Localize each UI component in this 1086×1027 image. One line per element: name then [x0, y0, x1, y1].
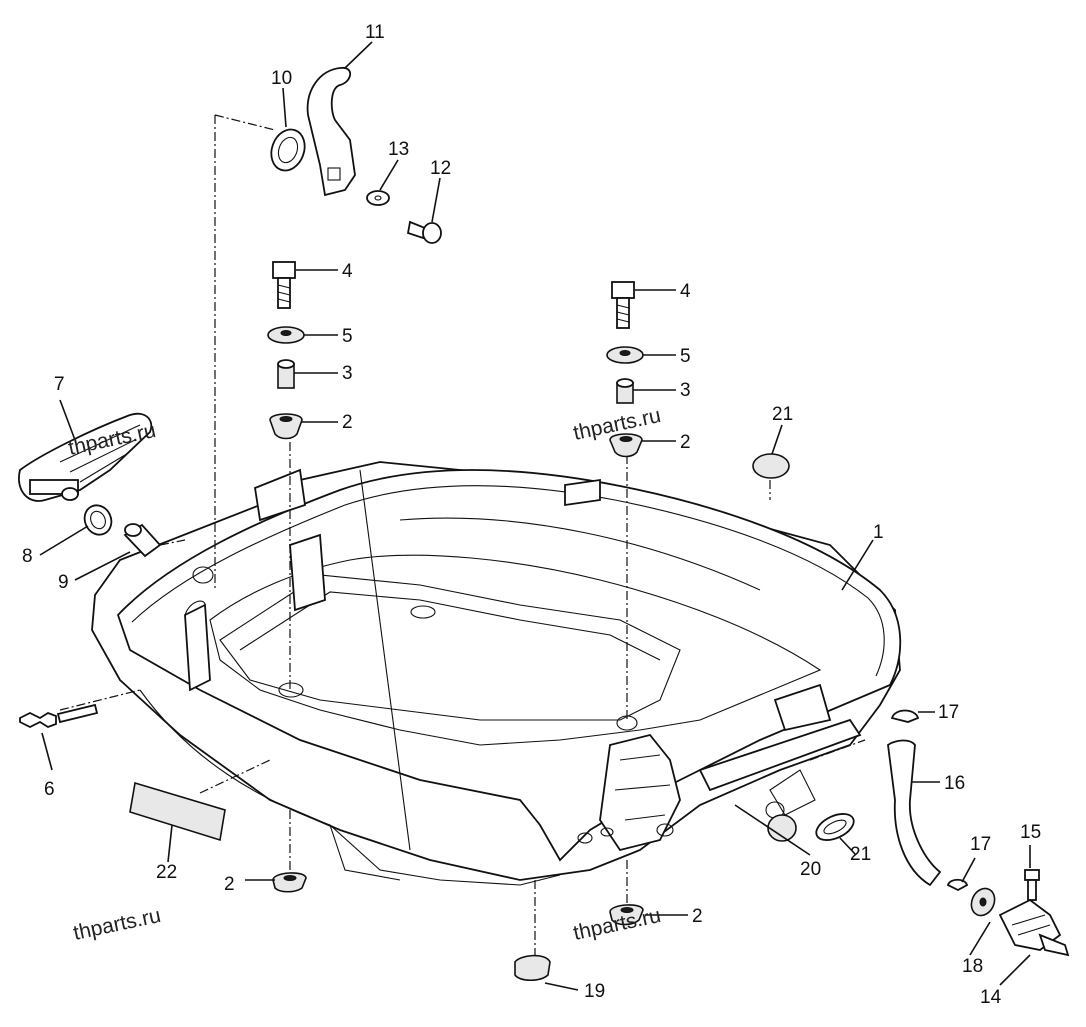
watermark-bottom-left: thparts.ru	[71, 904, 163, 945]
handle-lever	[18, 412, 153, 502]
callout-2-lower-left: 2	[224, 874, 235, 895]
bottom-cowling	[91, 461, 902, 886]
callout-7: 7	[54, 374, 65, 395]
hose-fitting-6	[19, 703, 99, 729]
callout-20: 20	[800, 859, 821, 880]
hose-clip-bottom	[946, 878, 969, 892]
sleeve-9	[123, 523, 162, 558]
callout-17-top: 17	[938, 702, 959, 723]
decal-22	[129, 781, 226, 842]
callout-9: 9	[58, 572, 69, 593]
alignment-lines	[59, 114, 866, 955]
washer-13	[366, 190, 390, 206]
callout-19: 19	[584, 981, 605, 1002]
callout-16: 16	[944, 773, 965, 794]
callout-14: 14	[980, 987, 1002, 1008]
callout-3-right: 3	[680, 380, 691, 401]
grommet-right	[609, 433, 643, 458]
callout-4-right: 4	[680, 281, 691, 302]
washer-left	[267, 326, 305, 344]
callout-4-left: 4	[342, 261, 353, 282]
callout-12: 12	[430, 158, 451, 179]
fuel-hose-16	[887, 739, 942, 887]
callout-17-bottom: 17	[970, 834, 991, 855]
grommet-lower-left	[272, 872, 307, 893]
bolt-right	[611, 281, 635, 329]
grommet-ring	[270, 128, 306, 172]
screw-15	[1024, 869, 1040, 901]
callout-21-top: 21	[772, 404, 793, 425]
collar-right	[616, 378, 634, 404]
screw-12	[406, 220, 442, 244]
callout-2-right: 2	[680, 432, 691, 453]
callout-labels: 1 2 2 2 2 3 3 4 4 5 5 6 7 8 9 10 11 12 1…	[22, 22, 1041, 1008]
oval-grommet-21	[815, 813, 855, 841]
bushing-8	[83, 504, 113, 536]
bolt-left	[272, 261, 296, 309]
callout-15: 15	[1020, 822, 1041, 843]
collar-left	[277, 359, 295, 389]
callout-5-right: 5	[680, 346, 691, 367]
hose-clip-top	[890, 709, 920, 723]
callout-1: 1	[873, 522, 884, 543]
plug-21-top	[752, 453, 790, 479]
callout-2-lower-right: 2	[692, 906, 703, 927]
callout-10: 10	[271, 68, 292, 89]
callout-3-left: 3	[342, 363, 353, 384]
callout-21-lower: 21	[850, 844, 871, 865]
hook-bracket	[306, 67, 356, 197]
callout-8: 8	[22, 546, 33, 567]
grommet-lower-right	[609, 904, 644, 926]
callout-6: 6	[44, 779, 55, 800]
fuel-connector-14	[998, 898, 1070, 957]
callout-5-left: 5	[342, 326, 353, 347]
washer-right	[606, 346, 644, 364]
callout-11: 11	[365, 22, 385, 43]
callout-2-left: 2	[342, 412, 353, 433]
callout-18: 18	[962, 956, 983, 977]
washer-18	[970, 887, 996, 917]
leader-lines	[39, 41, 1031, 991]
callout-13: 13	[388, 139, 409, 160]
plug-20	[767, 814, 797, 842]
grommet-left	[269, 413, 303, 440]
pad-19	[514, 954, 551, 982]
callout-22: 22	[156, 862, 177, 883]
